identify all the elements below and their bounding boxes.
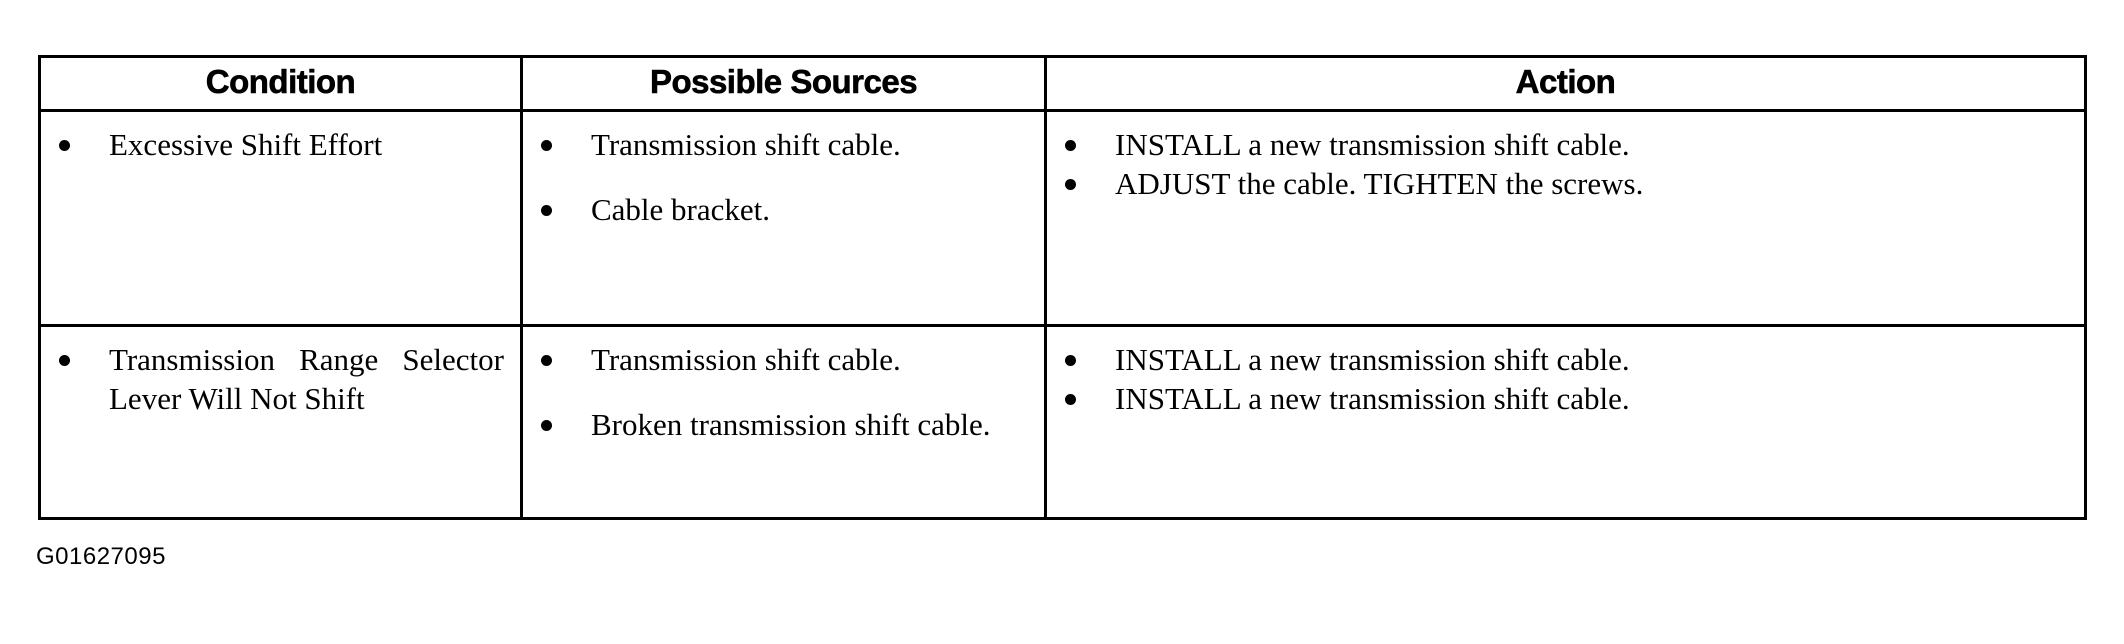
possible-sources-list-row1: Transmission shift cable. Cable bracket. (523, 112, 1044, 243)
list-item: INSTALL a new transmission shift cable. (1047, 379, 2084, 418)
troubleshooting-table: Condition Possible Sources Action Excess… (38, 55, 2087, 520)
cell-condition-row2: Transmission Range Selector Lever Will N… (38, 324, 523, 520)
bullet-icon (541, 140, 552, 151)
column-header-condition: Condition (38, 55, 523, 112)
bullet-icon (541, 205, 552, 216)
cell-action-row1: INSTALL a new transmission shift cable. … (1044, 109, 2087, 327)
table-header: Condition Possible Sources Action (38, 55, 2087, 112)
troubleshooting-table-container: Condition Possible Sources Action Excess… (38, 55, 2087, 520)
column-header-possible-sources: Possible Sources (520, 55, 1047, 112)
action-text: INSTALL a new transmission shift cable. (1115, 342, 1630, 377)
possible-source-text: Broken transmission shift cable. (591, 407, 991, 442)
action-text: ADJUST the cable. TIGHTEN the screws. (1115, 166, 1644, 201)
figure-id-caption: G01627095 (36, 543, 166, 570)
condition-text: Transmission Range Selector Lever Will N… (109, 342, 504, 416)
list-item: Transmission shift cable. (523, 340, 1044, 379)
condition-list-row1: Excessive Shift Effort (41, 112, 520, 178)
header-row: Condition Possible Sources Action (38, 55, 2087, 112)
table-body: Excessive Shift Effort Transmission shif… (38, 109, 2087, 520)
possible-source-text: Transmission shift cable. (591, 342, 901, 377)
table-row: Transmission Range Selector Lever Will N… (38, 324, 2087, 520)
condition-text: Excessive Shift Effort (109, 127, 383, 162)
possible-source-text: Transmission shift cable. (591, 127, 901, 162)
action-list-row2: INSTALL a new transmission shift cable. … (1047, 327, 2084, 432)
bullet-icon (541, 420, 552, 431)
cell-possible-sources-row2: Transmission shift cable. Broken transmi… (520, 324, 1047, 520)
list-item: ADJUST the cable. TIGHTEN the screws. (1047, 164, 2084, 203)
cell-condition-row1: Excessive Shift Effort (38, 109, 523, 327)
bullet-icon (59, 355, 70, 366)
list-item: Transmission Range Selector Lever Will N… (41, 340, 520, 418)
list-item: Excessive Shift Effort (41, 125, 520, 164)
list-item: Transmission shift cable. (523, 125, 1044, 164)
bullet-icon (1065, 140, 1076, 151)
list-item: Cable bracket. (523, 190, 1044, 229)
list-item: Broken transmission shift cable. (523, 405, 1044, 444)
list-item: INSTALL a new transmission shift cable. (1047, 125, 2084, 164)
bullet-icon (59, 140, 70, 151)
action-list-row1: INSTALL a new transmission shift cable. … (1047, 112, 2084, 217)
bullet-icon (541, 355, 552, 366)
cell-possible-sources-row1: Transmission shift cable. Cable bracket. (520, 109, 1047, 327)
table-row: Excessive Shift Effort Transmission shif… (38, 109, 2087, 327)
cell-action-row2: INSTALL a new transmission shift cable. … (1044, 324, 2087, 520)
action-text: INSTALL a new transmission shift cable. (1115, 381, 1630, 416)
column-header-action: Action (1044, 55, 2087, 112)
bullet-icon (1065, 394, 1076, 405)
action-text: INSTALL a new transmission shift cable. (1115, 127, 1630, 162)
possible-sources-list-row2: Transmission shift cable. Broken transmi… (523, 327, 1044, 458)
possible-source-text: Cable bracket. (591, 192, 771, 227)
list-item: INSTALL a new transmission shift cable. (1047, 340, 2084, 379)
bullet-icon (1065, 355, 1076, 366)
condition-list-row2: Transmission Range Selector Lever Will N… (41, 327, 520, 432)
bullet-icon (1065, 179, 1076, 190)
